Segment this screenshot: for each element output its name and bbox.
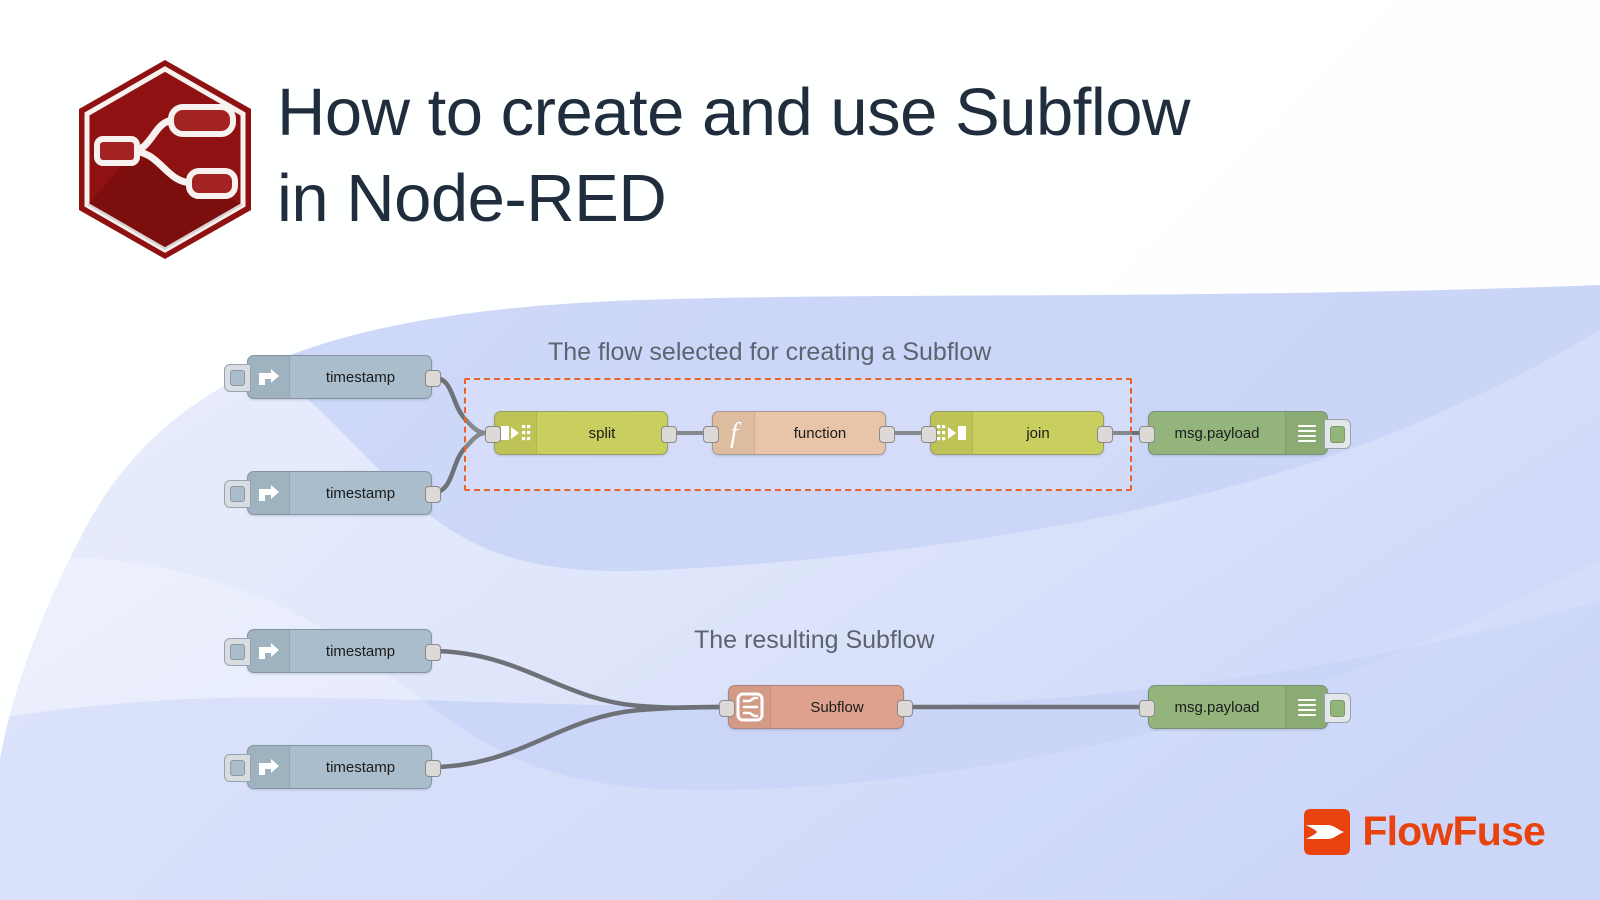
node-subflow[interactable]: Subflow	[719, 685, 913, 729]
debug-lines-icon	[1285, 686, 1327, 728]
output-port[interactable]	[879, 426, 895, 443]
flowfuse-logo: FlowFuse	[1304, 808, 1546, 855]
svg-text:f: f	[729, 418, 741, 448]
output-port[interactable]	[425, 760, 441, 777]
join-icon	[931, 412, 973, 454]
inject-button[interactable]	[224, 480, 251, 508]
node-label: msg.payload	[1174, 698, 1260, 716]
debug-toggle-button[interactable]	[1324, 693, 1351, 723]
arrow-right-icon	[248, 746, 290, 788]
arrow-right-icon	[248, 356, 290, 398]
node-label: Subflow	[810, 698, 864, 716]
input-port[interactable]	[703, 426, 719, 443]
annotation-top-flow: The flow selected for creating a Subflow	[548, 338, 992, 366]
subflow-icon	[729, 686, 771, 728]
node-inject-timestamp-2[interactable]: timestamp	[224, 471, 441, 515]
debug-toggle-button[interactable]	[1324, 419, 1351, 449]
node-function[interactable]: f function	[703, 411, 895, 455]
node-debug-msg-payload-top[interactable]: msg.payload	[1139, 411, 1351, 455]
output-port[interactable]	[425, 644, 441, 661]
node-red-hexagon-logo	[79, 60, 251, 259]
node-label: split	[588, 424, 616, 442]
annotation-bottom-flow: The resulting Subflow	[694, 626, 935, 654]
node-split[interactable]: split	[485, 411, 677, 455]
input-port[interactable]	[719, 700, 735, 717]
inject-button[interactable]	[224, 754, 251, 782]
node-label: function	[793, 424, 847, 442]
node-label: timestamp	[325, 758, 396, 776]
arrow-right-icon	[248, 472, 290, 514]
input-port[interactable]	[485, 426, 501, 443]
node-inject-timestamp-4[interactable]: timestamp	[224, 745, 441, 789]
output-port[interactable]	[425, 486, 441, 503]
node-debug-msg-payload-bottom[interactable]: msg.payload	[1139, 685, 1351, 729]
split-icon	[495, 412, 537, 454]
output-port[interactable]	[425, 370, 441, 387]
node-inject-timestamp-3[interactable]: timestamp	[224, 629, 441, 673]
function-f-icon: f	[713, 412, 755, 454]
input-port[interactable]	[1139, 426, 1155, 443]
node-join[interactable]: join	[921, 411, 1113, 455]
output-port[interactable]	[1097, 426, 1113, 443]
node-label: join	[1026, 424, 1050, 442]
node-label: timestamp	[325, 642, 396, 660]
node-inject-timestamp-1[interactable]: timestamp	[224, 355, 441, 399]
output-port[interactable]	[897, 700, 913, 717]
poster-header: How to create and use Subflow in Node-RE…	[0, 0, 1600, 285]
flowfuse-wordmark: FlowFuse	[1362, 808, 1545, 854]
arrow-right-icon	[248, 630, 290, 672]
node-label: msg.payload	[1174, 424, 1260, 442]
inject-button[interactable]	[224, 364, 251, 392]
page-title: How to create and use Subflow in Node-RE…	[277, 75, 1190, 236]
input-port[interactable]	[921, 426, 937, 443]
flowfuse-mark	[1304, 808, 1351, 855]
debug-lines-icon	[1285, 412, 1327, 454]
node-label: timestamp	[325, 484, 396, 502]
output-port[interactable]	[661, 426, 677, 443]
inject-button[interactable]	[224, 638, 251, 666]
input-port[interactable]	[1139, 700, 1155, 717]
node-label: timestamp	[325, 368, 396, 386]
